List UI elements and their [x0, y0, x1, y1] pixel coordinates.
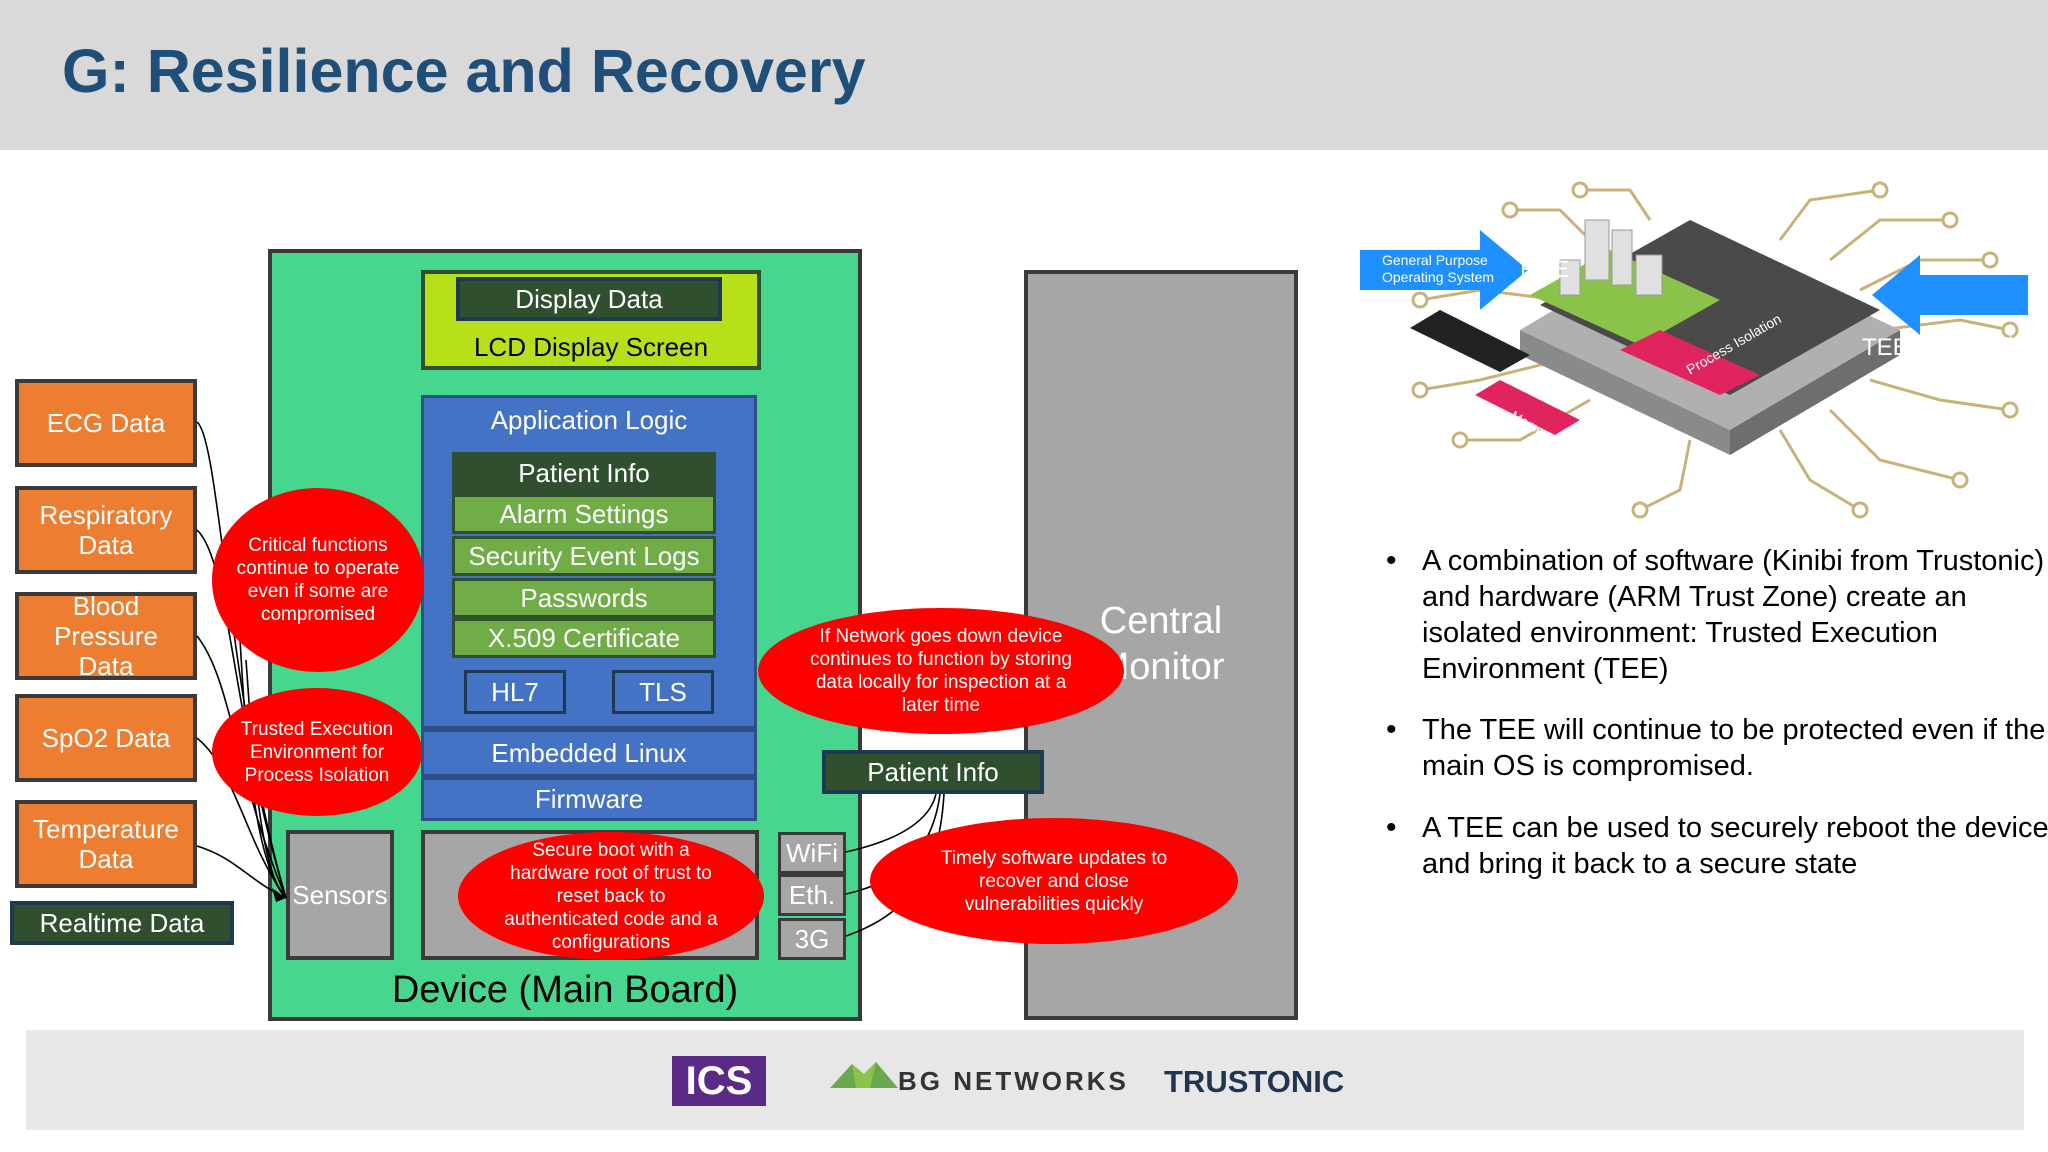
ree-caption: General Purpose Operating System — [1382, 252, 1495, 285]
bullet-text: A TEE can be used to securely reboot the… — [1422, 812, 2048, 880]
bubble-critical-functions: Critical functions continue to operate e… — [212, 488, 424, 672]
tee-caption: Security Focused Operating System — [1912, 332, 2017, 363]
bullet-1: • A combination of software (Kinibi from… — [1386, 543, 2048, 687]
title-bar — [0, 0, 2048, 150]
app-item-passwords: Passwords — [452, 578, 716, 618]
bubble-tee-isolation: Trusted Execution Environment for Proces… — [212, 688, 422, 816]
patient-info-outbound: Patient Info — [822, 750, 1044, 794]
bubble-software-updates: Timely software updates to recover and c… — [870, 818, 1238, 944]
app-item-security-event-logs: Security Event Logs — [452, 536, 716, 576]
source-temperature-data: Temperature Data — [15, 800, 197, 888]
bullet-2: • The TEE will continue to be protected … — [1386, 712, 2048, 784]
app-item-alarm-settings: Alarm Settings — [452, 494, 716, 534]
device-label: Device (Main Board) — [391, 968, 739, 1011]
app-item-patient-info: Patient Info — [452, 452, 716, 494]
bubble-network-down: If Network goes down device continues to… — [758, 608, 1124, 734]
bullet-dot: • — [1386, 811, 1397, 844]
source-blood-pressure-data: Blood Pressure Data — [15, 591, 197, 681]
ics-logo: ICS — [672, 1056, 766, 1106]
comm-ethernet: Eth. — [778, 874, 846, 916]
source-spo2-data: SpO2 Data — [15, 694, 197, 782]
bg-networks-mountain-icon — [830, 1062, 898, 1088]
bullet-text: The TEE will continue to be protected ev… — [1422, 714, 2046, 782]
source-ecg-data: ECG Data — [15, 379, 197, 467]
application-logic-label: Application Logic — [490, 404, 688, 435]
lcd-label: LCD Display Screen — [473, 331, 709, 362]
source-respiratory-data: Respiratory Data — [15, 486, 197, 574]
bullet-3: • A TEE can be used to securely reboot t… — [1386, 810, 2048, 882]
bullet-text: A combination of software (Kinibi from T… — [1422, 545, 2045, 685]
footer-bar — [26, 1030, 2024, 1130]
bubble-secure-boot: Secure boot with a hardware root of trus… — [458, 832, 764, 960]
app-item-x509-certificate: X.509 Certificate — [452, 618, 716, 658]
protocol-tls: TLS — [612, 670, 714, 714]
display-data: Display Data — [456, 277, 722, 321]
firmware: Firmware — [421, 777, 757, 821]
trustonic-logo: TRUSTONIC — [1164, 1064, 1345, 1099]
embedded-linux: Embedded Linux — [421, 729, 757, 777]
comm-wifi: WiFi — [778, 832, 846, 874]
bullet-dot: • — [1386, 544, 1397, 577]
ree-label: REE — [1520, 256, 1570, 283]
bg-networks-logo: BG NETWORKS — [898, 1066, 1129, 1096]
sensors-box: Sensors — [286, 830, 394, 960]
slide-title: G: Resilience and Recovery — [62, 37, 866, 105]
realtime-data: Realtime Data — [10, 901, 234, 945]
bullet-dot: • — [1386, 713, 1397, 746]
comm-3g: 3G — [778, 918, 846, 960]
tee-label: TEE — [1862, 334, 1909, 361]
tee-chip-illustration: Process Isolation Memory Isolation — [1360, 181, 2028, 519]
protocol-hl7: HL7 — [464, 670, 566, 714]
